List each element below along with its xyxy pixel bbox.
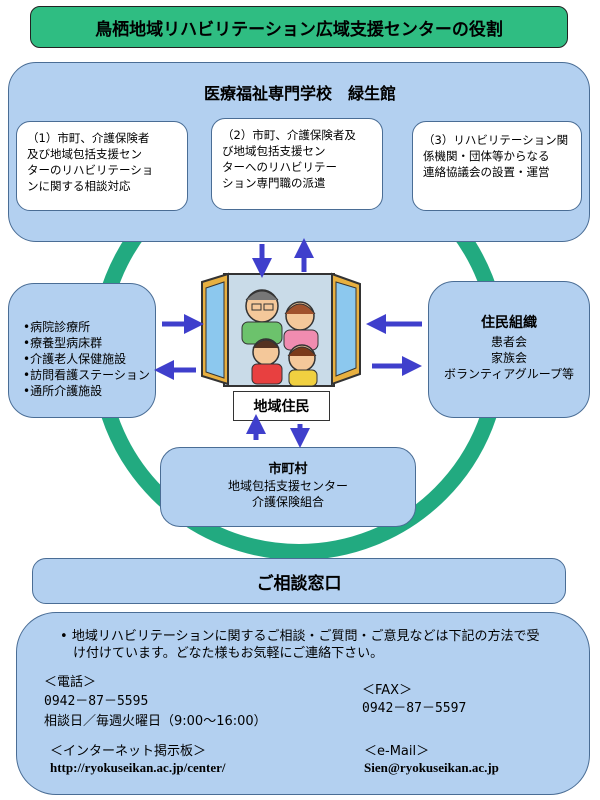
email-address[interactable]: Sien@ryokuseikan.ac.jp <box>364 760 499 775</box>
role-box-3: （3）リハビリテーション関 係機関・団体等からなる 連絡協議会の設置・運営 <box>412 121 582 211</box>
role-3-line: （3）リハビリテーション関 <box>423 133 569 147</box>
role-1-line: 及び地域包括支援セン <box>27 147 142 161</box>
role-box-2: （2）市町、介護保険者及 び地域包括支援セン ターへのリハビリテー ション専門職… <box>211 118 383 210</box>
fax-label: ＜FAX＞ <box>362 683 413 698</box>
municipality-item: 介護保険組合 <box>251 495 324 509</box>
web-board-label: ＜インターネット掲示板＞ <box>50 744 207 759</box>
role-2-line: び地域包括支援セン <box>222 144 326 158</box>
intro-line-1: • 地域リハビリテーションに関するご相談・ご質問・ご意見などは下記の方法で受 <box>60 629 540 644</box>
municipality-box: 市町村 地域包括支援センター 介護保険組合 <box>160 447 416 527</box>
role-1-line: ンに関する相談対応 <box>27 179 131 193</box>
resident-org-title: 住民組織 <box>481 315 537 331</box>
facility-item: •病院診療所 <box>23 320 91 334</box>
contact-info-box <box>16 612 590 795</box>
fax-number: 0942－87－5597 <box>362 701 467 716</box>
web-board-url[interactable]: http://ryokuseikan.ac.jp/center/ <box>50 760 226 775</box>
role-2-line: ターへのリハビリテー <box>222 160 337 174</box>
consultation-hours: 相談日／毎週火曜日（9:00～16:00） <box>44 714 267 729</box>
facility-item: •訪問看護ステーション <box>23 368 150 382</box>
email-label: ＜e-Mail＞ <box>364 744 430 759</box>
role-1-line: ターのリハビリテーショ <box>27 163 154 177</box>
role-2-line: ション専門職の派遣 <box>222 176 326 190</box>
municipality-title: 市町村 <box>268 462 308 477</box>
resident-organization-box: 住民組織 患者会 家族会 ボランティアグループ等 <box>428 281 590 418</box>
school-name: 医療福祉専門学校 緑生館 <box>203 84 396 103</box>
role-2-line: （2）市町、介護保険者及 <box>222 128 356 142</box>
page-title: 鳥栖地域リハビリテーション広域支援センターの役割 <box>30 6 568 48</box>
resident-org-item: 患者会 <box>490 335 527 349</box>
phone-label: ＜電話＞ <box>44 675 97 690</box>
facility-item: •介護老人保健施設 <box>23 352 127 366</box>
intro-line-2: け付けています。どなた様もお気軽にご連絡下さい。 <box>73 646 384 661</box>
role-1-line: （1）市町、介護保険者 <box>27 131 150 145</box>
facility-item: •療養型病床群 <box>23 336 103 350</box>
consult-intro: • 地域リハビリテーションに関するご相談・ご質問・ご意見などは下記の方法で受 け… <box>60 628 560 662</box>
role-box-1: （1）市町、介護保険者 及び地域包括支援セン ターのリハビリテーショ ンに関する… <box>16 121 188 211</box>
consultation-title: ご相談窓口 <box>32 558 566 604</box>
resident-org-item: ボランティアグループ等 <box>444 367 574 381</box>
family-window-illustration <box>201 272 361 387</box>
phone-number: 0942－87－5595 <box>44 694 149 709</box>
role-3-line: 連絡協議会の設置・運営 <box>423 165 550 179</box>
role-3-line: 係機関・団体等からなる <box>423 149 550 163</box>
facility-item: •通所介護施設 <box>23 384 103 398</box>
resident-org-item: 家族会 <box>490 351 527 365</box>
medical-facilities-box: •病院診療所 •療養型病床群 •介護老人保健施設 •訪問看護ステーション •通所… <box>8 283 156 418</box>
municipality-item: 地域包括支援センター <box>227 479 348 493</box>
